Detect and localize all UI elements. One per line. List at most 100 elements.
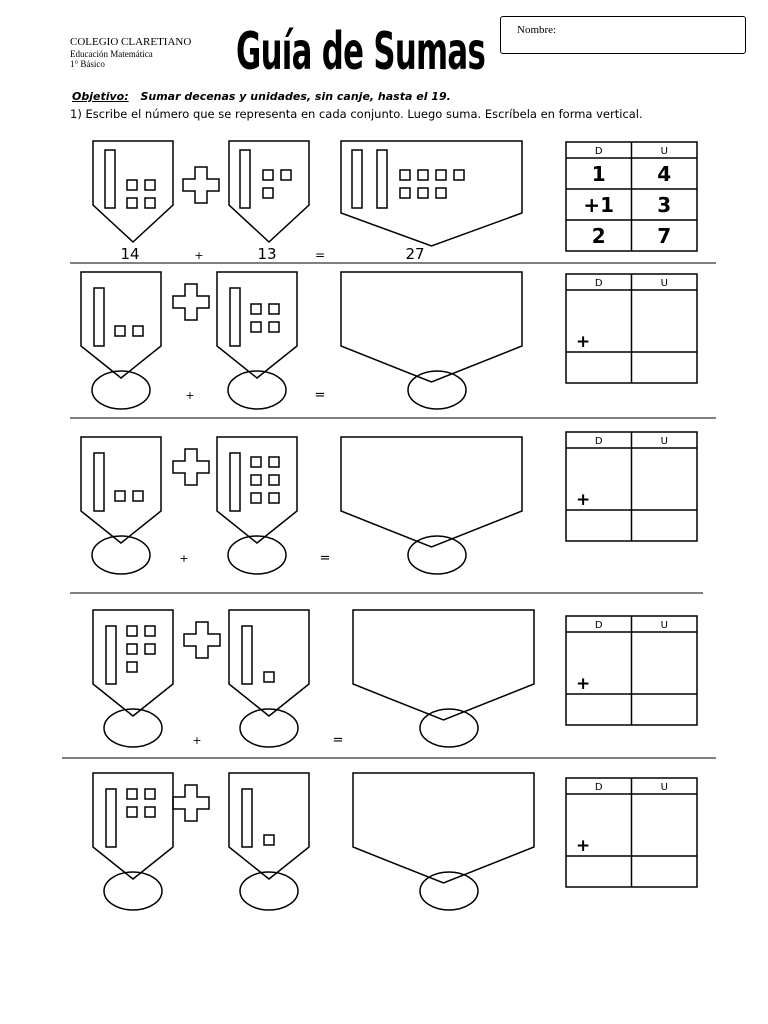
unit-square: [126, 806, 138, 818]
ten-rod: [105, 625, 117, 685]
department: Educación Matemática: [70, 49, 153, 59]
sum-value: 27: [405, 245, 424, 263]
unit-square: [144, 643, 156, 655]
ten-rod: [229, 452, 241, 512]
unit-square: [268, 321, 280, 333]
addend2-shield: [216, 436, 298, 544]
ten-rod: [93, 287, 105, 347]
unit-square: [268, 456, 280, 468]
unit-square: [250, 474, 262, 486]
plus-sign: +: [194, 249, 203, 262]
sum-shield: [340, 140, 523, 247]
unit-square: [114, 490, 126, 502]
table-cell: 2: [592, 224, 606, 248]
unit-square: [250, 492, 262, 504]
objective-text: Sumar decenas y unidades, sin canje, has…: [140, 90, 451, 103]
unit-square: [126, 197, 138, 209]
addend2-shield: [228, 609, 310, 717]
equals-sign: =: [333, 733, 344, 748]
unit-square: [144, 179, 156, 191]
addend1-answer-oval[interactable]: [103, 871, 163, 911]
addend2-shield: [216, 271, 298, 379]
addend2-value: 13: [257, 245, 276, 263]
table-cell: 1: [592, 162, 606, 186]
addend1-shield: [92, 609, 174, 717]
objective: Objetivo: Sumar decenas y unidades, sin …: [72, 90, 451, 103]
unit-square: [262, 169, 274, 181]
addend1-answer-oval[interactable]: [103, 708, 163, 748]
plus-sign: +: [185, 389, 194, 402]
ten-rod: [93, 452, 105, 512]
sum-shield: [352, 772, 535, 884]
grade: 1° Básico: [70, 59, 105, 69]
plus-sign: +: [179, 552, 188, 565]
equals-sign: =: [320, 551, 331, 566]
unit-square: [126, 179, 138, 191]
addend2-answer-oval[interactable]: [227, 370, 287, 410]
sum-shield: [340, 436, 523, 548]
unit-square: [435, 187, 447, 199]
page-title: Guía de Sumas: [236, 22, 486, 83]
unit-square: [268, 474, 280, 486]
sum-shield: [352, 609, 535, 721]
unit-square: [399, 169, 411, 181]
addend2-shield: [228, 772, 310, 880]
sum-answer-oval[interactable]: [419, 871, 479, 911]
units-header: U: [661, 146, 668, 157]
plus-symbol: [183, 621, 221, 659]
unit-square: [132, 325, 144, 337]
sum-answer-oval[interactable]: [407, 370, 467, 410]
unit-square: [250, 456, 262, 468]
tens-header: D: [595, 436, 603, 447]
name-field[interactable]: Nombre:: [500, 16, 746, 54]
unit-square: [144, 788, 156, 800]
unit-square: [250, 321, 262, 333]
ten-rod: [351, 149, 363, 209]
addend1-shield: [92, 772, 174, 880]
tens-header: D: [595, 146, 603, 157]
tens-header: D: [595, 278, 603, 289]
unit-square: [250, 303, 262, 315]
ten-rod: [241, 788, 253, 848]
plus-symbol: [172, 283, 210, 321]
instruction-text: 1) Escribe el número que se representa e…: [70, 107, 643, 121]
table-cell: 7: [657, 224, 671, 248]
table-cell: +1: [583, 193, 614, 217]
unit-square: [126, 788, 138, 800]
addend2-answer-oval[interactable]: [239, 708, 299, 748]
unit-square: [126, 661, 138, 673]
sum-shield: [340, 271, 523, 383]
addend1-answer-oval[interactable]: [91, 535, 151, 575]
unit-square: [126, 643, 138, 655]
name-label: Nombre:: [517, 24, 557, 36]
unit-square: [126, 625, 138, 637]
addend2-answer-oval[interactable]: [239, 871, 299, 911]
unit-square: [262, 187, 274, 199]
ten-rod: [241, 625, 253, 685]
plus-symbol: [182, 166, 220, 204]
addend1-answer-oval[interactable]: [91, 370, 151, 410]
ten-rod: [239, 149, 251, 209]
plus-symbol: [172, 784, 210, 822]
plus-sign: +: [576, 332, 590, 352]
addend1-shield: [80, 436, 162, 544]
plus-sign: +: [576, 836, 590, 856]
unit-square: [280, 169, 292, 181]
units-header: U: [661, 436, 668, 447]
ten-rod: [376, 149, 388, 209]
addend2-answer-oval[interactable]: [227, 535, 287, 575]
table-cell: 3: [657, 193, 671, 217]
unit-square: [399, 187, 411, 199]
unit-square: [132, 490, 144, 502]
ten-rod: [105, 788, 117, 848]
sum-answer-oval[interactable]: [407, 535, 467, 575]
tens-header: D: [595, 620, 603, 631]
sum-answer-oval[interactable]: [419, 708, 479, 748]
school-name: COLEGIO CLARETIANO: [70, 36, 192, 48]
